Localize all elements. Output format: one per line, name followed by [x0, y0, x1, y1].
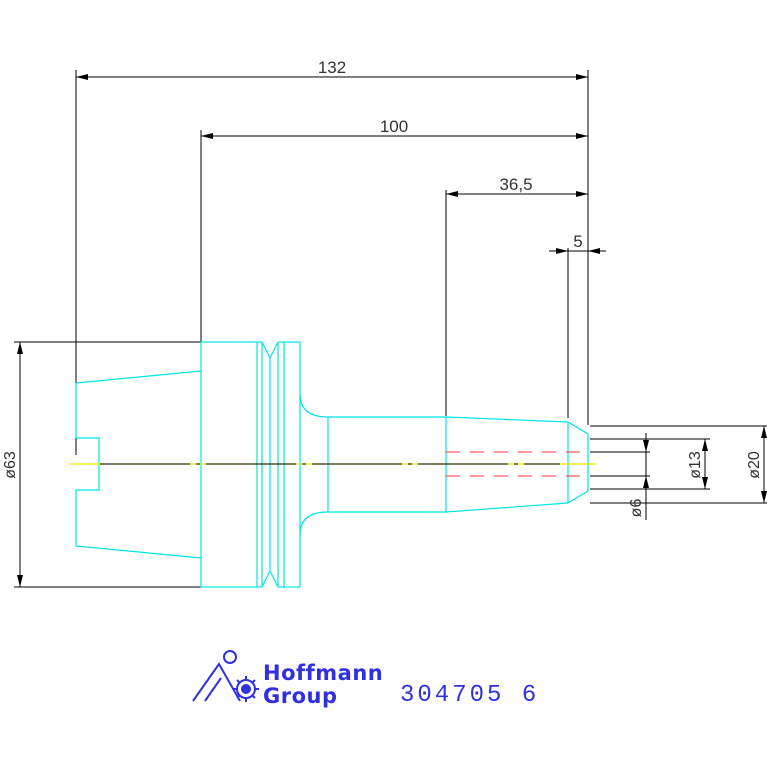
dim-inner-bore-diameter: ø6 [628, 499, 645, 518]
dim-tip-diameter: ø20 [746, 451, 763, 479]
dim-flange-diameter: ø63 [2, 451, 19, 479]
logo-line-1: Hoffmann [263, 661, 383, 685]
hoffmann-group-logo: Hoffmann Group [192, 650, 383, 708]
dimension-lines [14, 70, 767, 588]
dim-overall-length: 132 [318, 58, 346, 77]
dim-shank-to-tip: 100 [380, 117, 408, 136]
dim-taper-length: 36,5 [499, 175, 532, 194]
dim-bore-diameter: ø13 [687, 451, 704, 479]
part-number: 304705 6 [400, 682, 539, 709]
dimension-arrows [17, 74, 767, 587]
logo-line-2: Group [263, 684, 338, 708]
dim-tip-length: 5 [573, 232, 582, 251]
logo-emblem-icon [192, 650, 259, 702]
